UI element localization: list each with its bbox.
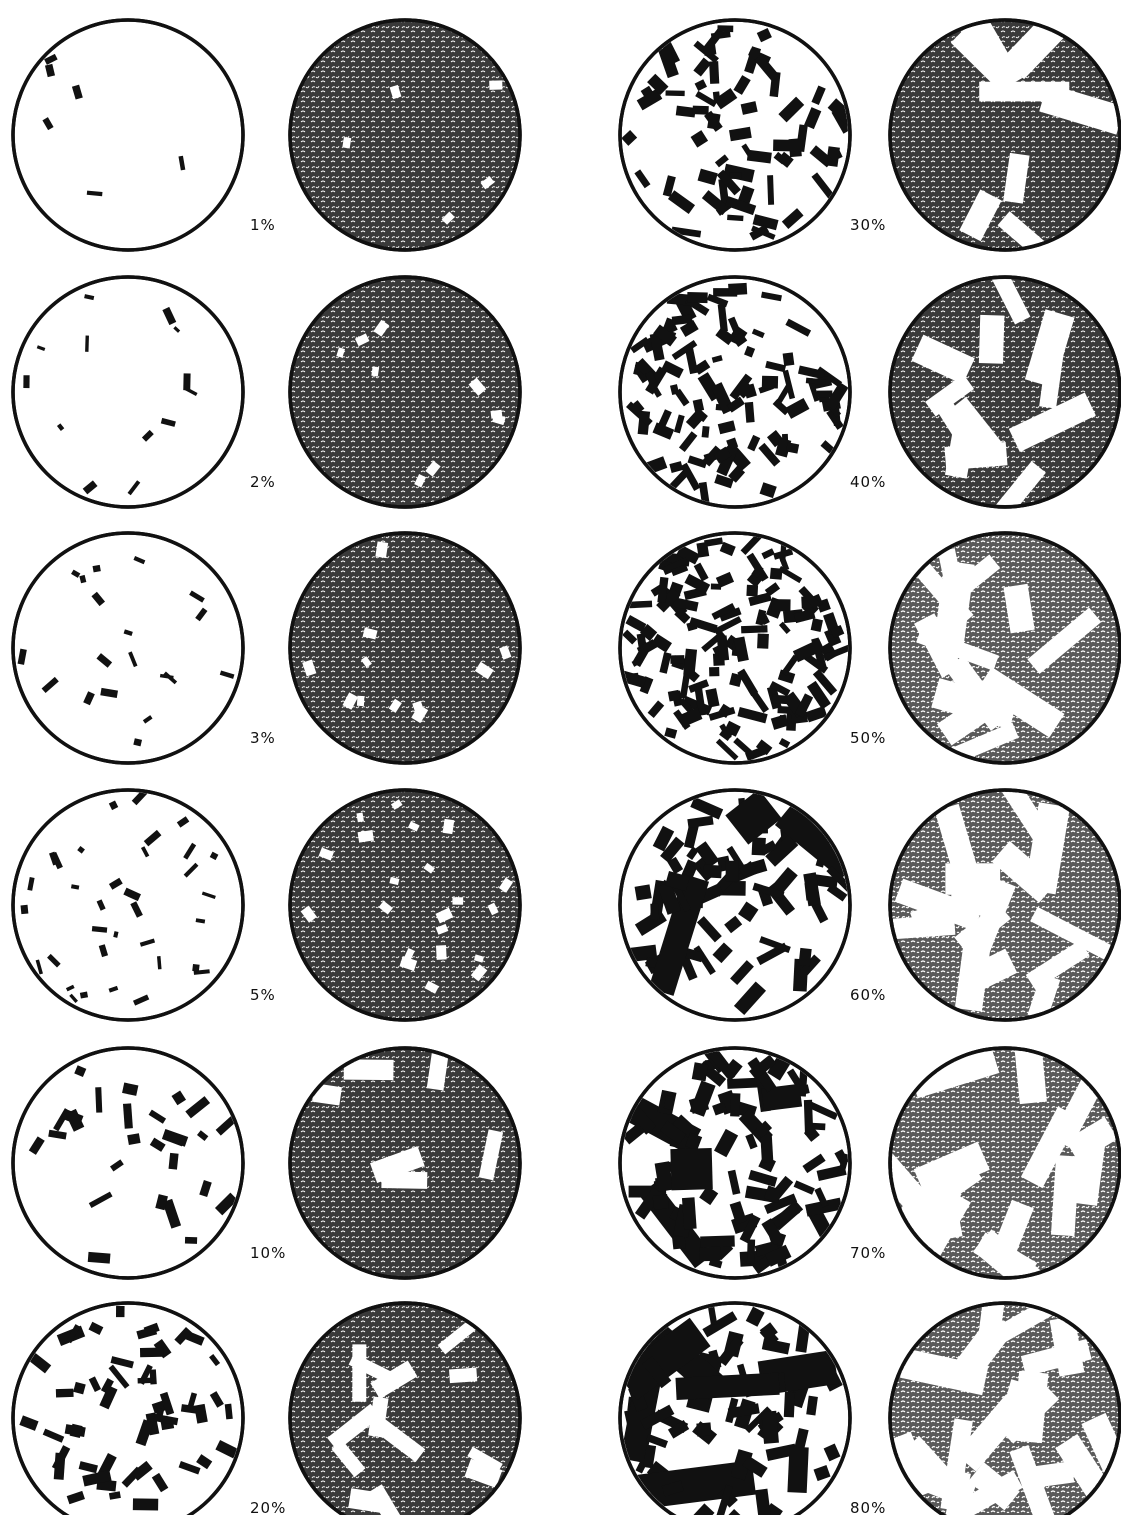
percentage-label: 70% <box>850 1244 886 1262</box>
percentage-row: 80% <box>616 1293 1121 1515</box>
percentage-label: 20% <box>250 1499 286 1515</box>
percentage-label: 80% <box>850 1499 886 1515</box>
percentage-row: 70% <box>605 1035 1120 1304</box>
percentage-row: 10% <box>13 1042 520 1278</box>
percentage-row: 20% <box>13 1303 520 1515</box>
percentage-label: 1% <box>250 216 276 234</box>
percentage-label: 3% <box>250 729 276 747</box>
percentage-label: 2% <box>250 473 276 491</box>
percentage-row: 3% <box>13 533 520 763</box>
percentage-row: 50% <box>620 532 1120 763</box>
percentage-label: 50% <box>850 729 886 747</box>
percentage-label: 10% <box>250 1244 286 1262</box>
percentage-row: 40% <box>620 264 1120 528</box>
percentage-label: 30% <box>850 216 886 234</box>
percentage-row: 5% <box>13 789 520 1020</box>
percentage-label: 40% <box>850 473 886 491</box>
percentage-row: 1% <box>13 20 520 250</box>
percentage-row: 30% <box>620 7 1121 261</box>
percentage-label: 5% <box>250 986 276 1004</box>
percentage-label: 60% <box>850 986 886 1004</box>
percentage-row: 2% <box>13 277 520 507</box>
percentage-row: 60% <box>620 773 1120 1020</box>
